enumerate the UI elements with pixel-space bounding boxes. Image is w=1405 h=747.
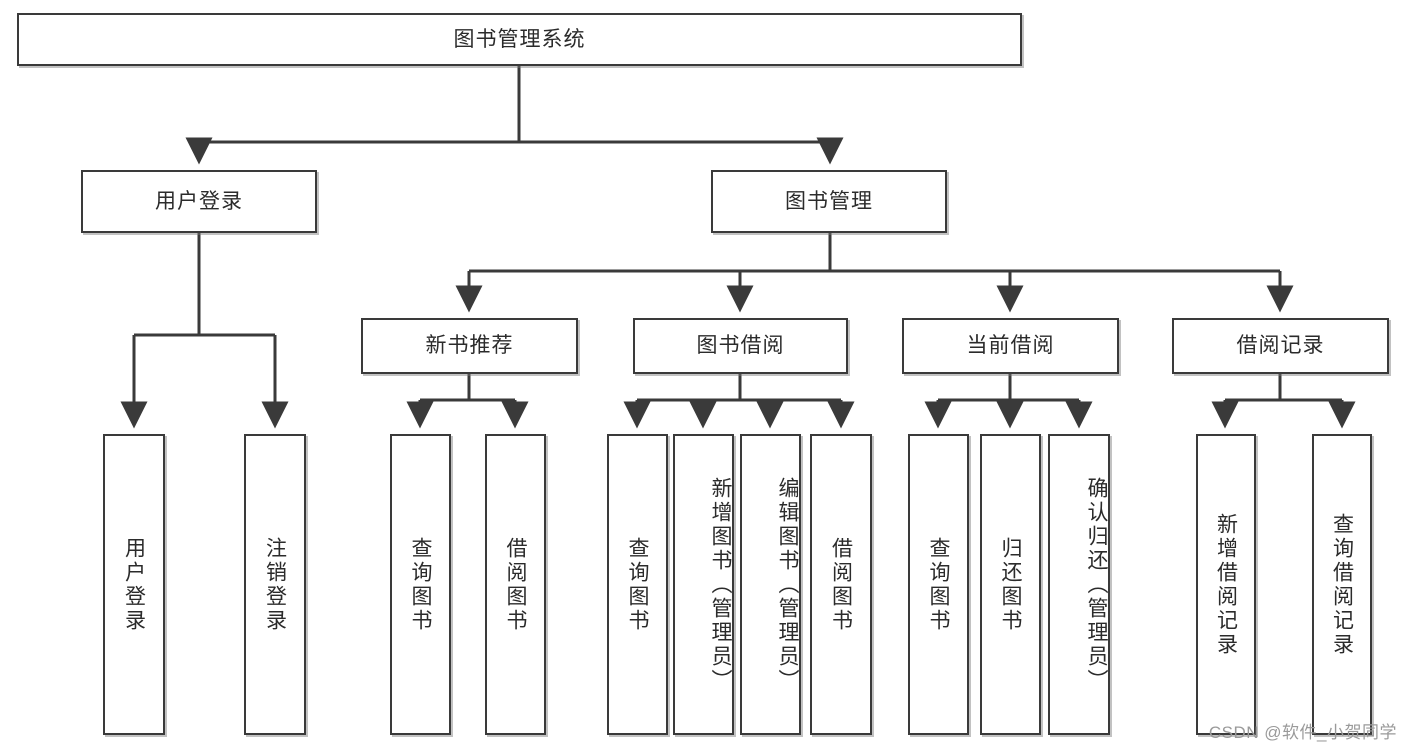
leaf-add-record-label: 新增借阅记录 — [1214, 512, 1238, 657]
leaf-add-book-label: 新增图书（管理员） — [709, 476, 732, 693]
leaf-query-book-3-label: 查询图书 — [927, 536, 951, 633]
leaf-user-login[interactable]: 用户登录 — [103, 434, 165, 735]
leaf-user-login-label: 用户登录 — [122, 536, 146, 633]
node-book-manage[interactable]: 图书管理 — [711, 170, 947, 233]
leaf-return-book-label: 归还图书 — [999, 536, 1023, 633]
node-root-label: 图书管理系统 — [453, 27, 586, 51]
leaf-confirm-return[interactable]: 确认归还（管理员） — [1048, 434, 1110, 735]
leaf-query-book-3[interactable]: 查询图书 — [908, 434, 969, 735]
node-borrow-record-label: 借阅记录 — [1236, 334, 1325, 358]
node-book-borrow-label: 图书借阅 — [696, 334, 785, 358]
node-new-book-recommend[interactable]: 新书推荐 — [361, 318, 578, 374]
node-borrow-record[interactable]: 借阅记录 — [1172, 318, 1389, 374]
leaf-logout-login[interactable]: 注销登录 — [244, 434, 306, 735]
leaf-borrow-book-2-label: 借阅图书 — [829, 536, 853, 633]
leaf-confirm-return-label: 确认归还（管理员） — [1085, 476, 1108, 693]
leaf-return-book[interactable]: 归还图书 — [980, 434, 1041, 735]
node-book-manage-label: 图书管理 — [785, 189, 873, 213]
node-new-book-recommend-label: 新书推荐 — [425, 334, 514, 358]
leaf-add-record[interactable]: 新增借阅记录 — [1196, 434, 1256, 735]
node-user-login-label: 用户登录 — [155, 189, 243, 213]
leaf-query-record-label: 查询借阅记录 — [1330, 512, 1354, 657]
leaf-logout-login-label: 注销登录 — [263, 536, 287, 633]
leaf-borrow-book-1[interactable]: 借阅图书 — [485, 434, 546, 735]
leaf-edit-book[interactable]: 编辑图书（管理员） — [740, 434, 801, 735]
node-user-login[interactable]: 用户登录 — [81, 170, 317, 233]
watermark-text: CSDN @软件_小贺同学 — [1208, 723, 1397, 742]
node-current-borrow[interactable]: 当前借阅 — [902, 318, 1119, 374]
leaf-query-book-1-label: 查询图书 — [409, 536, 433, 633]
node-root[interactable]: 图书管理系统 — [17, 13, 1022, 66]
node-book-borrow[interactable]: 图书借阅 — [633, 318, 848, 374]
node-current-borrow-label: 当前借阅 — [966, 334, 1055, 358]
leaf-query-book-2[interactable]: 查询图书 — [607, 434, 668, 735]
leaf-borrow-book-2[interactable]: 借阅图书 — [810, 434, 872, 735]
leaf-add-book[interactable]: 新增图书（管理员） — [673, 434, 734, 735]
leaf-edit-book-label: 编辑图书（管理员） — [776, 476, 799, 693]
leaf-query-book-2-label: 查询图书 — [626, 536, 650, 633]
leaf-query-book-1[interactable]: 查询图书 — [390, 434, 451, 735]
leaf-borrow-book-1-label: 借阅图书 — [504, 536, 528, 633]
leaf-query-record[interactable]: 查询借阅记录 — [1312, 434, 1372, 735]
